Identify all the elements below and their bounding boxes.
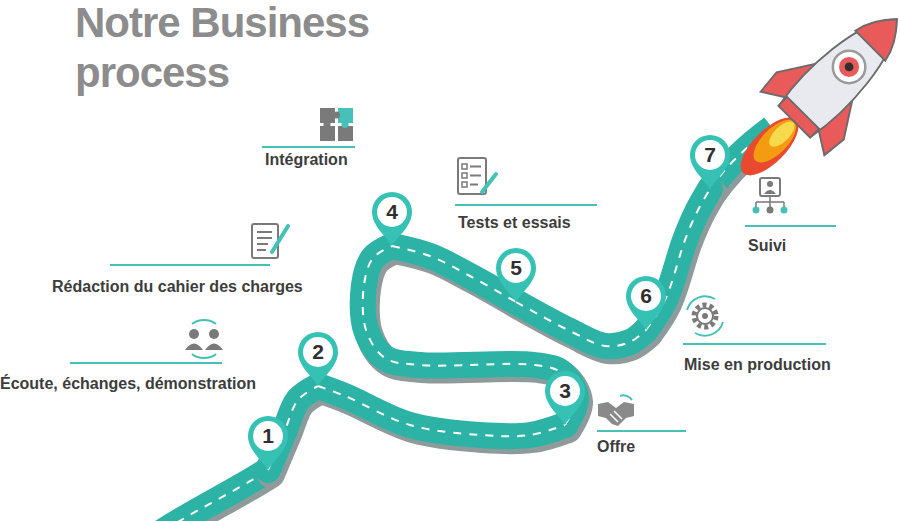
icon-node [781, 207, 788, 214]
step-label: Écoute, échanges, démonstration [0, 374, 256, 394]
step-pin: 1 [246, 416, 290, 470]
rocket [709, 0, 900, 207]
document-icon [252, 224, 288, 258]
step-label: Offre [597, 437, 635, 457]
handshake-icon [598, 395, 634, 426]
road-connector [516, 302, 646, 346]
step-pin: 7 [688, 135, 732, 189]
icon-line [470, 166, 481, 168]
icon-sheet [252, 224, 278, 258]
road-connector [363, 246, 576, 425]
step-number: 2 [296, 339, 340, 365]
checklist-icon [458, 158, 496, 194]
underline [683, 343, 826, 345]
icon-box [462, 182, 467, 187]
icon-piece [338, 126, 353, 141]
icon-line [257, 249, 266, 251]
icon-node [767, 207, 774, 214]
icon-fingers [610, 411, 622, 422]
road-dash [516, 302, 646, 346]
icon-head [189, 329, 199, 339]
icon-line [470, 184, 478, 186]
icon-body [764, 190, 776, 194]
underline [597, 430, 686, 432]
road-dash [318, 386, 565, 436]
road [150, 470, 268, 521]
icon-knob [342, 121, 349, 128]
icon-line [257, 231, 272, 233]
step-pin: 4 [370, 192, 414, 246]
icon-body [185, 344, 203, 351]
icon-box [462, 173, 467, 178]
rocket-window [835, 53, 863, 81]
icon-hub [702, 313, 708, 319]
road-dash [363, 246, 576, 425]
step-number: 7 [688, 142, 732, 168]
rocket-body [778, 1, 900, 139]
road-dashes [268, 189, 710, 470]
step-pin: 5 [494, 248, 538, 302]
icon-piece [320, 108, 335, 123]
icon-head [767, 181, 773, 187]
icon-node [753, 207, 760, 214]
icon-hands [598, 402, 634, 426]
step-label: Tests et essais [458, 213, 571, 233]
roads [268, 189, 710, 470]
step-label: Suivi [748, 236, 786, 256]
step-label: Mise en production [684, 355, 831, 375]
step-number: 5 [494, 255, 538, 281]
icon-line [470, 175, 481, 177]
step-number: 4 [370, 199, 414, 225]
step-number: 3 [543, 378, 587, 404]
icon-line [257, 237, 272, 239]
icon-sheet [458, 158, 486, 194]
icon-arrow [192, 354, 216, 358]
icon-line [257, 243, 268, 245]
road-dash [150, 470, 268, 521]
icon-gear [697, 308, 713, 324]
title: Notre Business process [75, 0, 395, 98]
step-pin: 3 [543, 371, 587, 425]
icon-arrow [620, 395, 632, 400]
step-label: Rédaction du cahier des charges [52, 277, 303, 297]
icon-board [760, 178, 780, 196]
rocket-window [843, 61, 855, 73]
underline [455, 204, 597, 206]
icon-box [462, 164, 467, 169]
icon-piece [320, 126, 335, 141]
gear-icon [687, 296, 723, 335]
underline [745, 225, 836, 227]
icon-pen [272, 226, 288, 252]
icon-branch [756, 196, 784, 207]
rocket-nose [855, 4, 900, 61]
step-pin: 2 [296, 332, 340, 386]
underline [110, 264, 270, 266]
icon-teeth [694, 305, 716, 327]
icon-knob [333, 112, 340, 119]
icon-head [209, 329, 219, 339]
underline [262, 146, 355, 148]
people-icon [185, 320, 223, 358]
icon-pen [482, 174, 496, 192]
icon-body [205, 344, 223, 351]
road-connector [318, 386, 565, 436]
icon-arrow [192, 320, 216, 324]
rocket-band [778, 97, 819, 138]
step-number: 1 [246, 423, 290, 449]
step-number: 6 [624, 283, 668, 309]
step-label: Intégration [265, 150, 348, 170]
step-pin: 6 [624, 276, 668, 330]
hierarchy-icon [753, 178, 788, 214]
puzzle-icon [320, 108, 353, 141]
underline [70, 362, 222, 364]
icon-knob [324, 121, 331, 128]
icon-piece [338, 108, 353, 123]
rocket-window [826, 44, 872, 90]
